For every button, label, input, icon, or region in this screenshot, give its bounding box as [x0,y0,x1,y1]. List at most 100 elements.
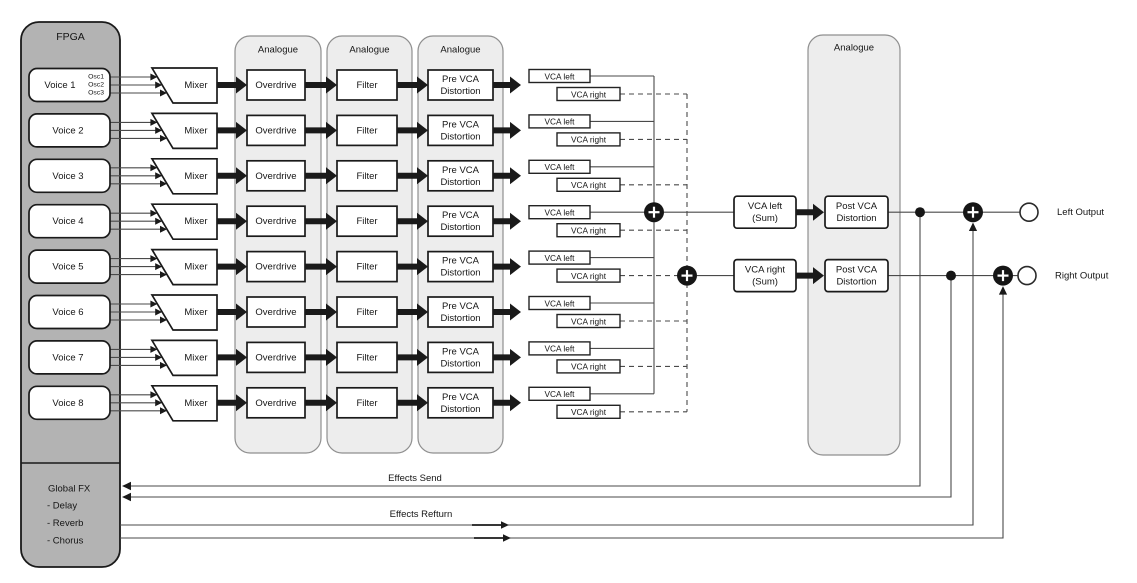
foreground-layer: Effects Send Effects Refturn VCA left (S… [120,76,1109,542]
osc-label: Osc3 [88,90,104,97]
filter-label: Filter [356,171,377,182]
arrowhead-up-icon [968,222,978,231]
signal-arrow [217,258,247,276]
signal-arrow [305,258,337,276]
vca-right-sum-label: VCA right [745,264,785,275]
signal-arrow [217,121,247,139]
overdrive-box [246,69,306,101]
output-sum-node-left [963,202,983,223]
vca-right-box [556,313,621,329]
pre-vca-box [427,386,494,419]
filter-label: Filter [356,307,377,318]
effects-return-wire [120,293,1004,539]
analogue-label: Analogue [349,45,389,56]
arrowhead-right-icon [155,353,163,361]
pre-vca-box [427,159,494,192]
signal-arrow [397,76,428,94]
voice-label: Voice 7 [52,352,83,363]
arrowhead-right-icon [155,217,163,225]
vca-left-box [528,68,591,84]
arrowhead-right-icon [155,399,163,407]
overdrive-label: Overdrive [255,307,296,318]
vca-right-box [556,132,621,147]
overdrive-box [246,205,306,238]
vca-right-label: VCA right [571,89,607,99]
arrowhead-right-icon [501,521,509,529]
voice-box [28,249,111,284]
vca-left-label: VCA left [545,162,576,172]
signal-arrow [493,121,521,139]
pre-vca-box [427,341,494,374]
arrowhead-right-icon [150,118,158,126]
pre-vca-box [427,250,494,283]
fpga-panel [20,21,121,568]
arrowhead-right-icon [160,134,167,142]
overdrive-box [246,250,306,283]
signal-arrow [397,212,428,230]
signal-arrow [796,267,824,285]
pre-vca-label: Pre VCA [442,346,480,357]
arrowhead-right-icon [160,407,167,415]
effects-return-wire [120,230,974,526]
signal-arrow [305,167,337,185]
sum-node-left [644,202,664,223]
pre-vca-label: Pre VCA [442,119,480,130]
pre-vca-box [427,114,494,147]
arrowhead-right-icon [155,263,163,271]
junction-dot [915,207,925,218]
filter-box [336,159,398,192]
voice-box [28,385,111,421]
signal-arrow [493,348,521,366]
analogue-column [807,34,901,456]
vca-right-box [556,177,621,193]
vca-right-label: VCA right [571,180,607,190]
overdrive-label: Overdrive [255,216,296,227]
signal-arrow [305,212,337,230]
vca-right-label: VCA right [571,271,607,281]
pre-vca-label: Pre VCA [442,392,480,403]
filter-box [336,114,398,147]
effects-send-label: Effects Send [388,473,442,484]
arrowhead-right-icon [150,300,158,308]
arrowhead-right-icon [160,225,167,233]
vca-left-label: VCA left [545,344,576,354]
mixer-label: Mixer [184,80,207,91]
signal-arrow [305,394,337,412]
vca-left-box [528,204,591,220]
vca-left-label: VCA left [545,117,576,127]
signal-arrow [305,121,337,139]
filter-label: Filter [356,125,377,136]
pre-vca-label: Pre VCA [442,74,480,85]
osc-label: Osc1 [88,74,104,81]
post-vca-label: Post VCA [836,201,878,212]
junction-dot [946,270,956,281]
arrowhead-right-icon [150,73,158,81]
fpga-label: FPGA [56,31,85,43]
vca-right-box [556,268,621,283]
filter-box [336,69,398,101]
vca-right-box [556,86,621,102]
vca-left-label: VCA left [545,253,576,263]
global-fx-item: - Chorus [47,536,84,547]
post-vca-label: Distortion [836,276,876,287]
overdrive-label: Overdrive [255,262,296,273]
overdrive-label: Overdrive [255,80,296,91]
arrowhead-right-icon [160,180,167,188]
arrowhead-left-icon [122,492,131,502]
signal-arrow [217,348,247,366]
vca-left-box [528,250,591,265]
overdrive-box [246,341,306,374]
vca-left-box [528,159,591,175]
right-output-terminal [1017,265,1037,286]
mixer-shape [150,157,218,195]
voice-box [28,294,111,330]
overdrive-label: Overdrive [255,352,296,363]
mixer-shape [150,384,218,422]
vca-left-sum-label: (Sum) [752,213,778,224]
global-fx-item: - Delay [47,501,77,512]
pre-vca-box [427,69,494,101]
voice-label: Voice 2 [52,125,83,136]
